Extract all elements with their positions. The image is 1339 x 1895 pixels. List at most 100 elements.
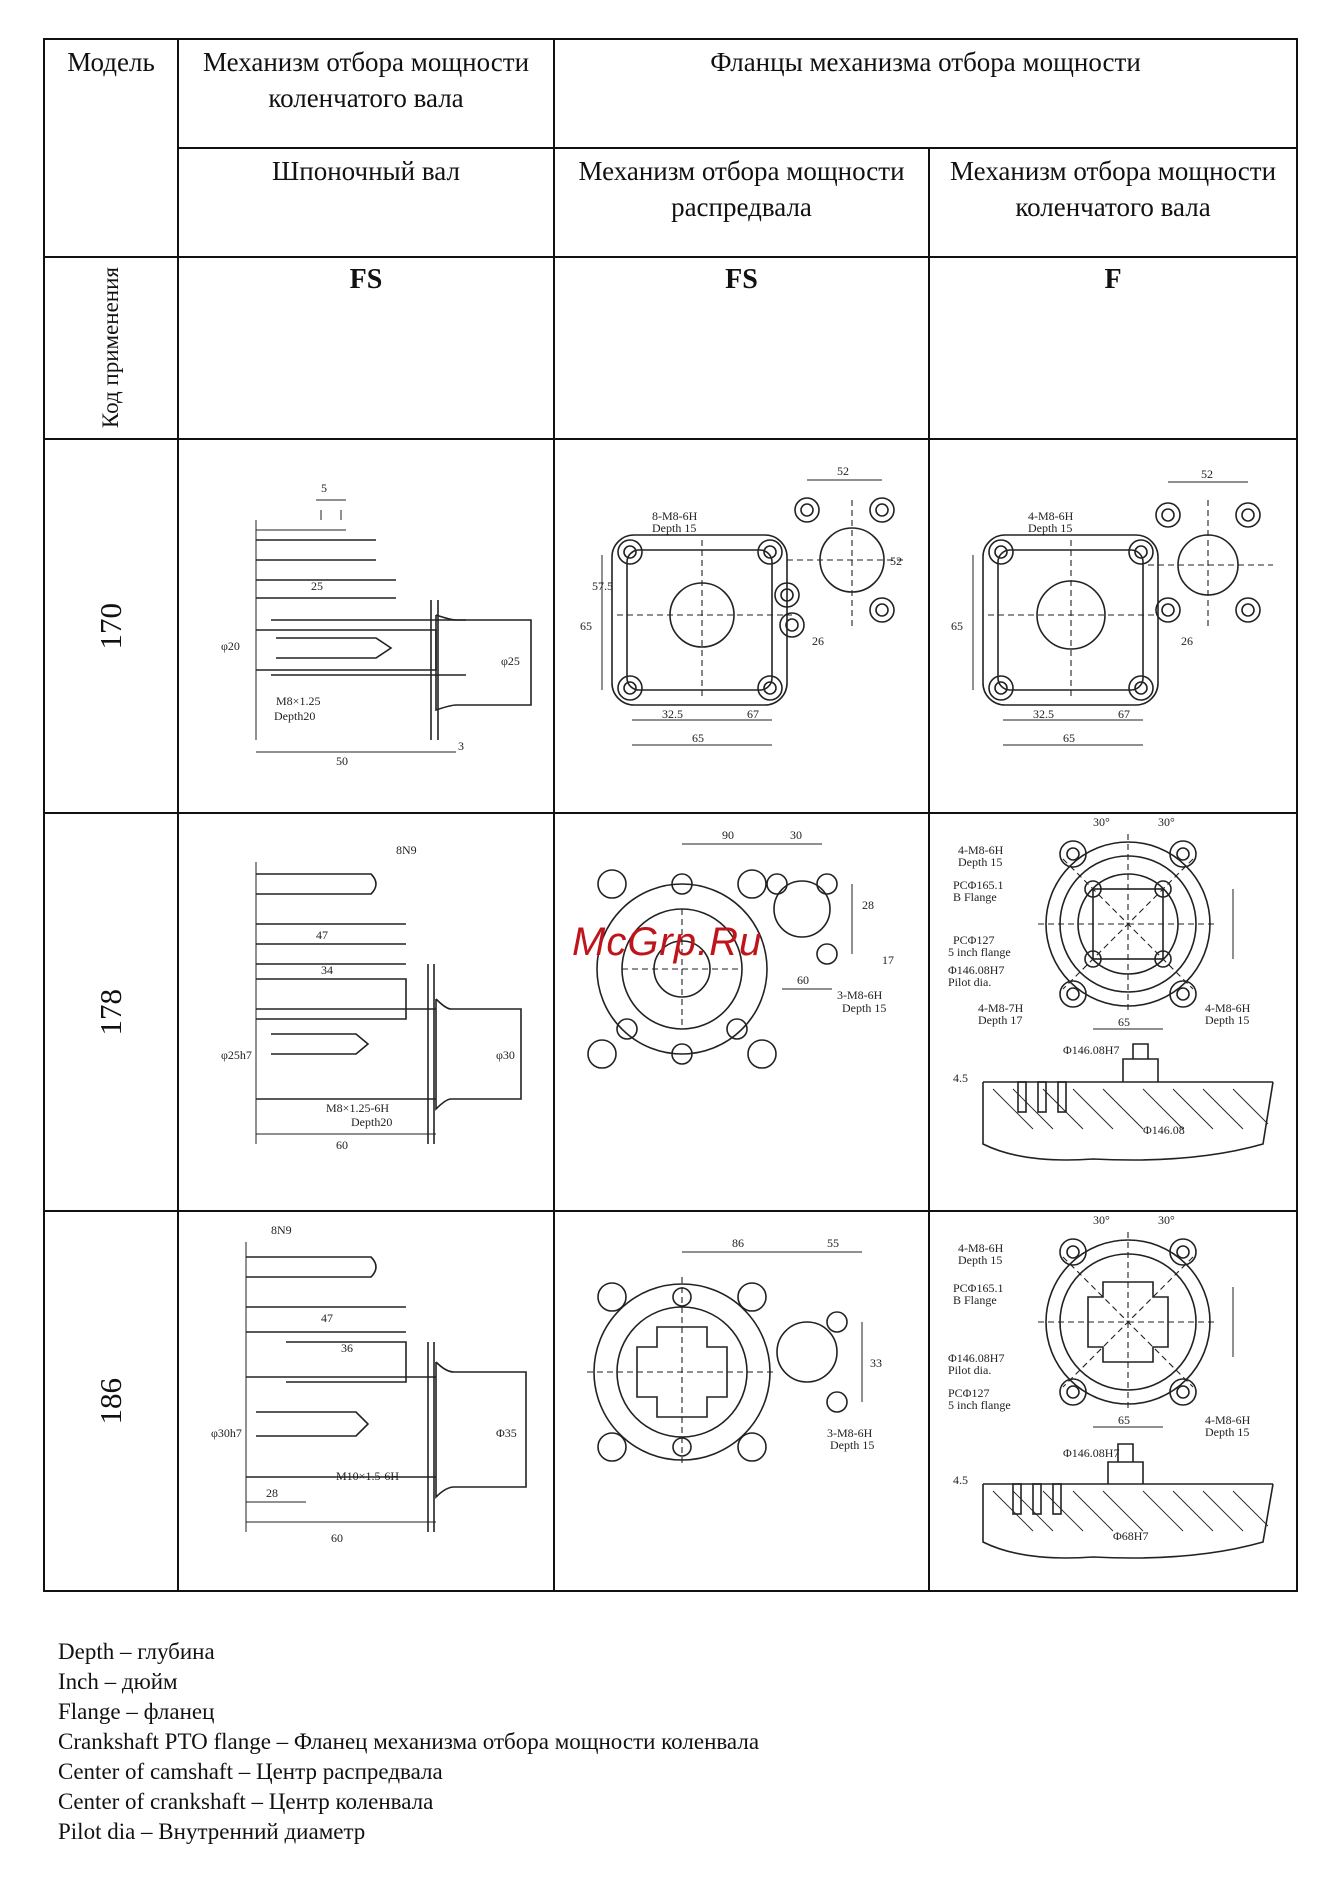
subheader-camshaft-pto: Механизм отбора мощности распредвала bbox=[553, 147, 930, 258]
svg-text:Depth 15: Depth 15 bbox=[1205, 1425, 1249, 1439]
crank-flange-drawing-186: 30° 30° 4-M8-6H Depth 15 PCΦ165.1 B Flan… bbox=[948, 1213, 1274, 1559]
svg-text:30°: 30° bbox=[1158, 1213, 1175, 1227]
svg-text:M8×1.25: M8×1.25 bbox=[276, 694, 320, 708]
legend-item: Flange – фланец bbox=[58, 1699, 215, 1724]
svg-text:4-M8-6H: 4-M8-6H bbox=[958, 843, 1004, 857]
svg-text:M8×1.25-6H: M8×1.25-6H bbox=[326, 1101, 389, 1115]
svg-text:30°: 30° bbox=[1093, 815, 1110, 829]
svg-text:67: 67 bbox=[1118, 707, 1130, 721]
svg-text:Φ146.08H7: Φ146.08H7 bbox=[948, 963, 1004, 977]
svg-text:PCΦ165.1: PCΦ165.1 bbox=[953, 1281, 1003, 1295]
svg-text:65: 65 bbox=[1063, 731, 1075, 745]
svg-text:86: 86 bbox=[732, 1236, 744, 1250]
svg-text:PCΦ127: PCΦ127 bbox=[948, 1386, 989, 1400]
svg-text:Depth 15: Depth 15 bbox=[958, 855, 1002, 869]
svg-text:26: 26 bbox=[812, 634, 824, 648]
svg-text:60: 60 bbox=[331, 1531, 343, 1545]
svg-text:Depth 15: Depth 15 bbox=[652, 521, 696, 535]
svg-text:Pilot dia.: Pilot dia. bbox=[948, 1363, 991, 1377]
svg-text:M10×1.5-6H: M10×1.5-6H bbox=[336, 1469, 399, 1483]
svg-text:φ25h7: φ25h7 bbox=[221, 1048, 252, 1062]
svg-text:Depth 15: Depth 15 bbox=[958, 1253, 1002, 1267]
svg-text:4-M8-6H: 4-M8-6H bbox=[958, 1241, 1004, 1255]
svg-text:Depth 17: Depth 17 bbox=[978, 1013, 1022, 1027]
drawing-178-crank: 30° 30° 4-M8-6H Depth 15 PCΦ165.1 B Flan… bbox=[927, 812, 1299, 1212]
code-crankshaft: F bbox=[927, 256, 1299, 440]
svg-text:30°: 30° bbox=[1093, 1213, 1110, 1227]
svg-text:5: 5 bbox=[321, 481, 327, 495]
crank-flange-drawing-170: 52 4-M8-6H Depth 15 65 26 32.5 67 65 bbox=[951, 467, 1273, 746]
svg-text:Depth 15: Depth 15 bbox=[1028, 521, 1072, 535]
code-camshaft: FS bbox=[553, 256, 930, 440]
legend-item: Crankshaft PTO flange – Фланец механизма… bbox=[58, 1729, 760, 1754]
pto-spec-table: Модель Механизм отбора мощности коленчат… bbox=[43, 38, 1299, 1592]
svg-text:33: 33 bbox=[870, 1356, 882, 1370]
svg-text:Pilot dia.: Pilot dia. bbox=[948, 975, 991, 989]
shaft-drawing-170: 5 25 M8×1.25 Depth20 50 3 φ25 φ20 bbox=[221, 481, 532, 768]
svg-text:B Flange: B Flange bbox=[953, 1293, 997, 1307]
svg-text:67: 67 bbox=[747, 707, 759, 721]
svg-text:Φ35: Φ35 bbox=[496, 1426, 517, 1440]
svg-text:47: 47 bbox=[321, 1311, 333, 1325]
svg-text:3-M8-6H: 3-M8-6H bbox=[827, 1426, 873, 1440]
svg-text:8N9: 8N9 bbox=[271, 1223, 292, 1237]
cam-flange-drawing-186: 86 55 33 3-M8-6H Depth 15 bbox=[586, 1236, 882, 1467]
model-178: 178 bbox=[43, 812, 179, 1212]
svg-text:8N9: 8N9 bbox=[396, 843, 417, 857]
shaft-drawing-178: 8N9 47 34 φ25h7 M8×1.25-6H Depth20 φ30 6… bbox=[221, 843, 522, 1152]
legend-item: Pilot dia – Внутренний диаметр bbox=[58, 1819, 366, 1844]
svg-text:30°: 30° bbox=[1158, 815, 1175, 829]
svg-text:4-M8-6H: 4-M8-6H bbox=[1205, 1413, 1251, 1427]
subheader-keyed-shaft: Шпоночный вал bbox=[177, 147, 555, 258]
svg-text:4-M8-6H: 4-M8-6H bbox=[1028, 509, 1074, 523]
legend-item: Depth – глубина bbox=[58, 1639, 215, 1664]
legend-item: Center of crankshaft – Центр коленвала bbox=[58, 1789, 434, 1814]
svg-text:φ30: φ30 bbox=[496, 1048, 515, 1062]
drawing-186-cam: 86 55 33 3-M8-6H Depth 15 bbox=[553, 1210, 930, 1592]
svg-text:34: 34 bbox=[321, 963, 333, 977]
code-keyed-shaft: FS bbox=[177, 256, 555, 440]
svg-text:4.5: 4.5 bbox=[953, 1473, 968, 1487]
svg-text:52: 52 bbox=[837, 464, 849, 478]
svg-text:60: 60 bbox=[797, 973, 809, 987]
legend: Depth – глубина Inch – дюйм Flange – фла… bbox=[58, 1637, 759, 1847]
model-186: 186 bbox=[43, 1210, 179, 1592]
svg-text:4.5: 4.5 bbox=[953, 1071, 968, 1085]
drawing-178-shaft: 8N9 47 34 φ25h7 M8×1.25-6H Depth20 φ30 6… bbox=[177, 812, 555, 1212]
svg-text:Φ68H7: Φ68H7 bbox=[1113, 1529, 1148, 1543]
drawing-186-crank: 30° 30° 4-M8-6H Depth 15 PCΦ165.1 B Flan… bbox=[927, 1210, 1299, 1592]
watermark-text: McGrp.Ru bbox=[572, 920, 763, 964]
svg-text:Depth20: Depth20 bbox=[274, 709, 315, 723]
header-model: Модель bbox=[43, 38, 179, 258]
drawing-170-cam: 52 8-M8-6H Depth 15 65 57.5 52 26 32.5 6… bbox=[553, 438, 930, 814]
svg-text:32.5: 32.5 bbox=[662, 707, 683, 721]
svg-text:17: 17 bbox=[882, 953, 894, 967]
svg-text:26: 26 bbox=[1181, 634, 1193, 648]
drawing-170-shaft: 5 25 M8×1.25 Depth20 50 3 φ25 φ20 bbox=[177, 438, 555, 814]
svg-text:28: 28 bbox=[266, 1486, 278, 1500]
svg-text:φ30h7: φ30h7 bbox=[211, 1426, 242, 1440]
svg-text:Depth 15: Depth 15 bbox=[830, 1438, 874, 1452]
header-flanges: Фланцы механизма отбора мощности bbox=[552, 38, 1299, 149]
svg-text:Φ146.08H7: Φ146.08H7 bbox=[1063, 1043, 1119, 1057]
svg-text:5 inch flange: 5 inch flange bbox=[948, 1398, 1011, 1412]
svg-text:65: 65 bbox=[951, 619, 963, 633]
crank-flange-drawing-178: 30° 30° 4-M8-6H Depth 15 PCΦ165.1 B Flan… bbox=[948, 815, 1274, 1161]
svg-text:4-M8-6H: 4-M8-6H bbox=[1205, 1001, 1251, 1015]
svg-text:90: 90 bbox=[722, 828, 734, 842]
svg-text:5 inch flange: 5 inch flange bbox=[948, 945, 1011, 959]
legend-item: Center of camshaft – Центр распредвала bbox=[58, 1759, 443, 1784]
svg-text:30: 30 bbox=[790, 828, 802, 842]
model-170: 170 bbox=[43, 438, 179, 814]
cam-flange-drawing-170: 52 8-M8-6H Depth 15 65 57.5 52 26 32.5 6… bbox=[580, 464, 907, 746]
svg-text:60: 60 bbox=[336, 1138, 348, 1152]
subheader-crankshaft-pto: Механизм отбора мощности коленчатого вал… bbox=[927, 147, 1299, 258]
svg-text:B Flange: B Flange bbox=[953, 890, 997, 904]
svg-text:36: 36 bbox=[341, 1341, 353, 1355]
svg-text:φ25: φ25 bbox=[501, 654, 520, 668]
svg-text:65: 65 bbox=[692, 731, 704, 745]
svg-text:32.5: 32.5 bbox=[1033, 707, 1054, 721]
svg-text:52: 52 bbox=[890, 554, 902, 568]
svg-text:Φ146.08H7: Φ146.08H7 bbox=[948, 1351, 1004, 1365]
